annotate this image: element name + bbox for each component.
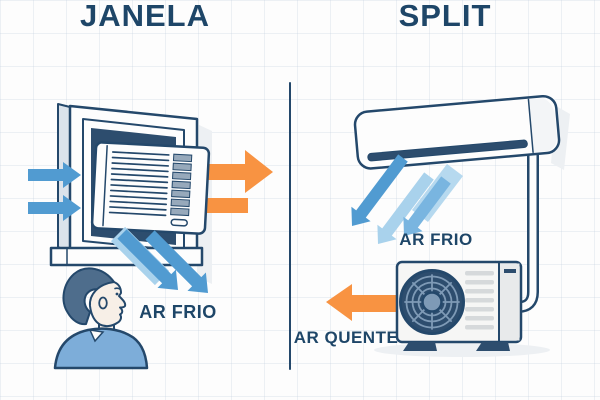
condenser-feet xyxy=(403,342,510,351)
window-ac-unit xyxy=(90,141,211,235)
cold-air-arrows-icon xyxy=(351,154,463,244)
cold-air-label-left: AR FRIO xyxy=(139,302,217,322)
indoor-split-unit xyxy=(353,94,561,170)
left-panel-title: JANELA xyxy=(79,0,210,33)
condenser-side-panel xyxy=(499,263,520,341)
condenser-slats xyxy=(465,271,494,330)
person-icon xyxy=(53,267,149,370)
ac-handle xyxy=(170,218,188,227)
side-panel-vent-slot xyxy=(504,269,516,273)
air-vent xyxy=(367,139,528,162)
cold-air-arrows-icon xyxy=(110,226,208,293)
split-ac-illustration xyxy=(326,94,570,357)
person-eyebrow xyxy=(114,287,122,291)
ac-louvers xyxy=(108,151,170,217)
right-panel-title: SPLIT xyxy=(398,0,492,33)
air-intake-arrows-icon xyxy=(28,162,81,221)
hot-air-arrow-icon xyxy=(326,284,398,321)
person-eye xyxy=(115,292,119,296)
hot-air-exhaust-arrows-icon xyxy=(206,150,273,213)
person-collar xyxy=(88,329,105,343)
person-shoulders xyxy=(53,327,149,370)
cold-air-label-right: AR FRIO xyxy=(399,230,473,249)
condenser-unit xyxy=(374,260,550,357)
window-ac-illustration xyxy=(28,103,273,370)
person-ear xyxy=(98,296,108,310)
panel-divider xyxy=(289,82,292,370)
condenser-fan-icon xyxy=(399,269,465,335)
ac-control-buttons xyxy=(170,153,193,217)
hot-air-label: AR QUENTE xyxy=(293,328,399,347)
unit-end-cap xyxy=(528,98,557,153)
